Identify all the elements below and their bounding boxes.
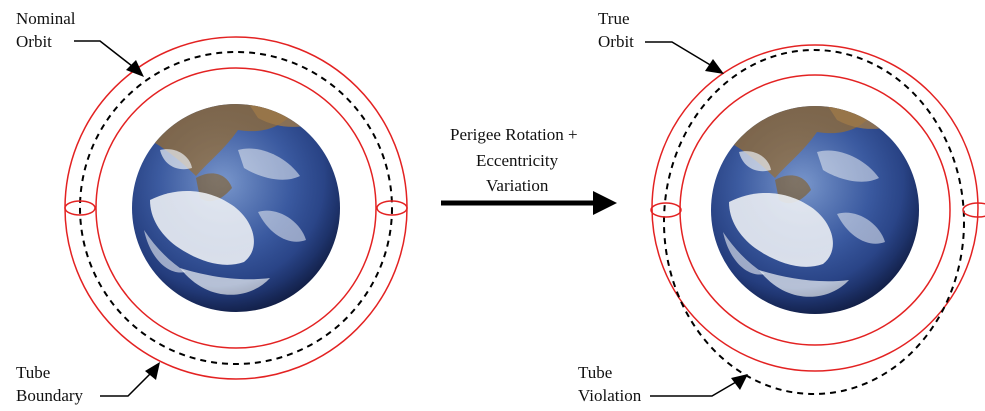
left-inner-tube-circle [95, 67, 377, 349]
tube-boundary-arrowhead [145, 362, 160, 380]
tube-boundary-label-line2: Boundary [16, 386, 84, 405]
tube-violation-label-line1: Tube [578, 363, 612, 382]
right-earth-globe [711, 106, 919, 314]
left-earth-globe [132, 104, 340, 312]
right-tube-cross-section-left [650, 202, 682, 218]
transition-label-line1: Perigee Rotation + [450, 125, 578, 144]
tube-boundary-label-line1: Tube [16, 363, 50, 382]
true-orbit-arrowhead [705, 59, 724, 74]
left-nominal-orbit-circle [79, 51, 393, 365]
true-orbit-leader-line [645, 41, 713, 67]
tube-violation-leader-line [650, 381, 737, 397]
right-panel: True Orbit Tube Violation [578, 9, 985, 405]
nominal-orbit-label-line2: Orbit [16, 32, 52, 51]
transition-label-line2: Eccentricity [476, 151, 559, 170]
nominal-orbit-arrowhead [126, 60, 144, 77]
true-orbit-label-line1: True [598, 9, 630, 28]
transition-label-line3: Variation [486, 176, 549, 195]
right-inner-tube-circle [679, 74, 951, 346]
right-true-orbit-ellipse [663, 49, 965, 395]
nominal-orbit-leader-line [74, 40, 133, 67]
transition-arrow-head [593, 191, 617, 215]
transition-group: Perigee Rotation + Eccentricity Variatio… [441, 125, 617, 215]
true-orbit-label-line2: Orbit [598, 32, 634, 51]
right-tube-cross-section-right [962, 202, 985, 218]
left-panel: Nominal Orbit Tube Boundary [16, 9, 408, 405]
left-tube-cross-section-right [376, 200, 408, 216]
nominal-orbit-label-line1: Nominal [16, 9, 76, 28]
left-tube-cross-section-left [64, 200, 96, 216]
tube-violation-label-line2: Violation [578, 386, 642, 405]
tube-violation-arrowhead [731, 374, 748, 390]
tube-boundary-leader-line [100, 373, 151, 397]
